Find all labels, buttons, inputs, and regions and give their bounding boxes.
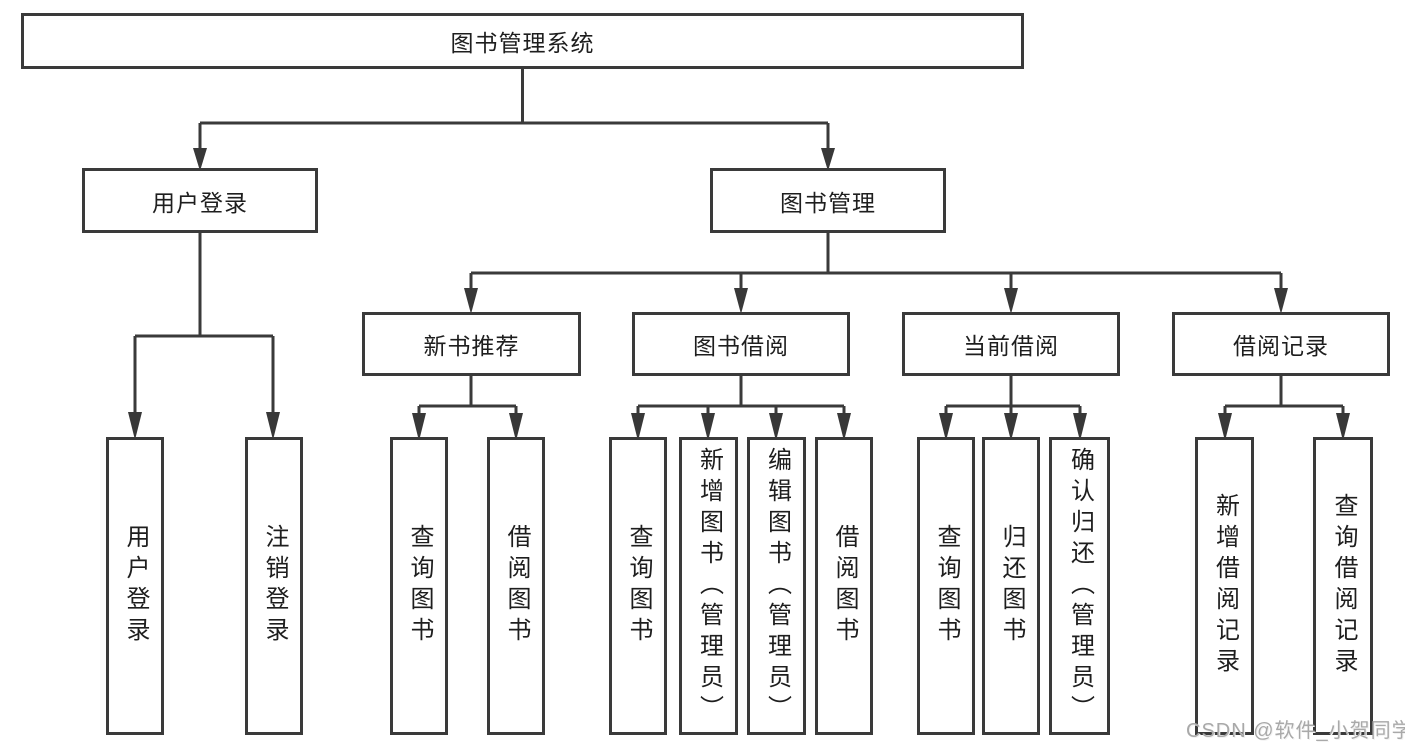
node-current-borrow: 当前借阅 [902, 312, 1120, 376]
node-borrow-records: 借阅记录 [1172, 312, 1390, 376]
leaf-add-borrow-record: 新增借阅记录 [1195, 437, 1254, 735]
leaf-query-book-current: 查询图书 [917, 437, 975, 735]
node-new-book-recommend: 新书推荐 [362, 312, 581, 376]
leaf-return-book: 归还图书 [982, 437, 1040, 735]
node-label: 新增图书（管理员） [695, 446, 723, 726]
node-label: 图书管理系统 [450, 30, 595, 56]
node-label: 编辑图书（管理员） [763, 446, 791, 726]
leaf-add-book-admin: 新增图书（管理员） [679, 437, 738, 735]
leaf-user-login: 用户登录 [106, 437, 164, 735]
node-label: 图书管理 [780, 189, 876, 216]
node-label: 新书推荐 [423, 333, 520, 359]
leaf-logout: 注销登录 [245, 437, 303, 735]
node-label: 查询图书 [625, 524, 652, 648]
node-label: 用户登录 [152, 189, 248, 216]
node-label: 借阅记录 [1233, 333, 1329, 359]
node-label: 图书借阅 [693, 333, 789, 359]
node-label: 当前借阅 [963, 333, 1059, 359]
leaf-borrow-book: 借阅图书 [815, 437, 873, 735]
csdn-watermark: CSDN @软件_小贺同学 [1186, 720, 1405, 742]
node-label: 借阅图书 [831, 524, 858, 648]
leaf-query-borrow-record: 查询借阅记录 [1313, 437, 1373, 735]
node-book-management: 图书管理 [710, 168, 946, 233]
leaf-query-book-recommend: 查询图书 [390, 437, 448, 735]
node-label: 查询图书 [933, 524, 960, 648]
node-label: 注销登录 [261, 524, 288, 648]
node-label: 归还图书 [998, 524, 1025, 648]
leaf-confirm-return-admin: 确认归还（管理员） [1049, 437, 1110, 735]
node-label: 确认归还（管理员） [1066, 446, 1094, 726]
node-label: 新增借阅记录 [1211, 493, 1239, 679]
leaf-edit-book-admin: 编辑图书（管理员） [747, 437, 806, 735]
leaf-query-book-borrow: 查询图书 [609, 437, 667, 735]
leaf-borrow-book-recommend: 借阅图书 [487, 437, 545, 735]
arrow-down-icons [128, 148, 1350, 441]
node-label: 借阅图书 [503, 524, 530, 648]
node-library-management-system: 图书管理系统 [21, 13, 1024, 69]
node-book-borrow: 图书借阅 [632, 312, 850, 376]
node-user-login: 用户登录 [82, 168, 318, 233]
node-label: 查询借阅记录 [1330, 493, 1357, 679]
node-label: 查询图书 [406, 524, 433, 648]
node-label: 用户登录 [122, 524, 149, 648]
